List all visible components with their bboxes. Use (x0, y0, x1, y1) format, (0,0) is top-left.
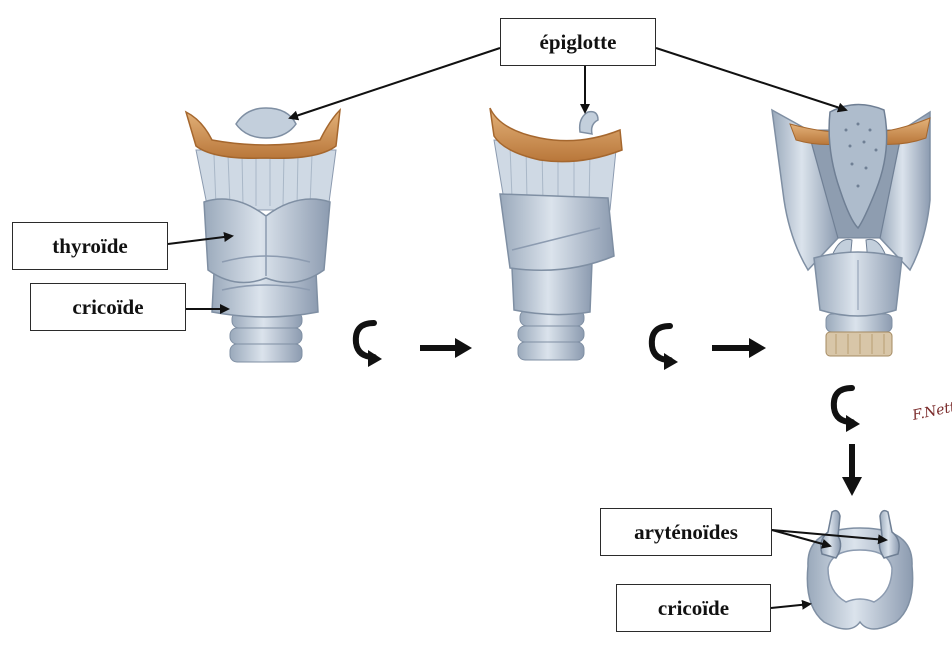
epiglottis (236, 108, 296, 138)
rotate-icon (652, 326, 678, 370)
trachea-rings (518, 310, 584, 360)
label-arytenoides: aryténoïdes (600, 508, 772, 556)
trachea-rings (230, 312, 302, 362)
larynx-lateral-view (490, 108, 622, 360)
label-thyroide: thyroïde (12, 222, 168, 270)
label-cricoide-bottom: cricoïde (616, 584, 771, 632)
thyroid-cartilage (204, 199, 330, 282)
larynx-posterior-view (772, 104, 930, 356)
larynx-anterior-view (186, 108, 340, 362)
arrow-down-icon (842, 444, 862, 496)
epiglottis (580, 112, 598, 134)
rotate-icon (834, 388, 860, 432)
cricoid-arytenoid-superior-view (807, 511, 912, 629)
arrow-right-icon (420, 338, 472, 358)
label-epiglotte: épiglotte (500, 18, 656, 66)
arrow-right-icon (712, 338, 766, 358)
rotate-icon (356, 323, 382, 367)
thyroid-cartilage (500, 194, 614, 270)
label-cricoide-top: cricoïde (30, 283, 186, 331)
trachea-rings (826, 314, 892, 356)
